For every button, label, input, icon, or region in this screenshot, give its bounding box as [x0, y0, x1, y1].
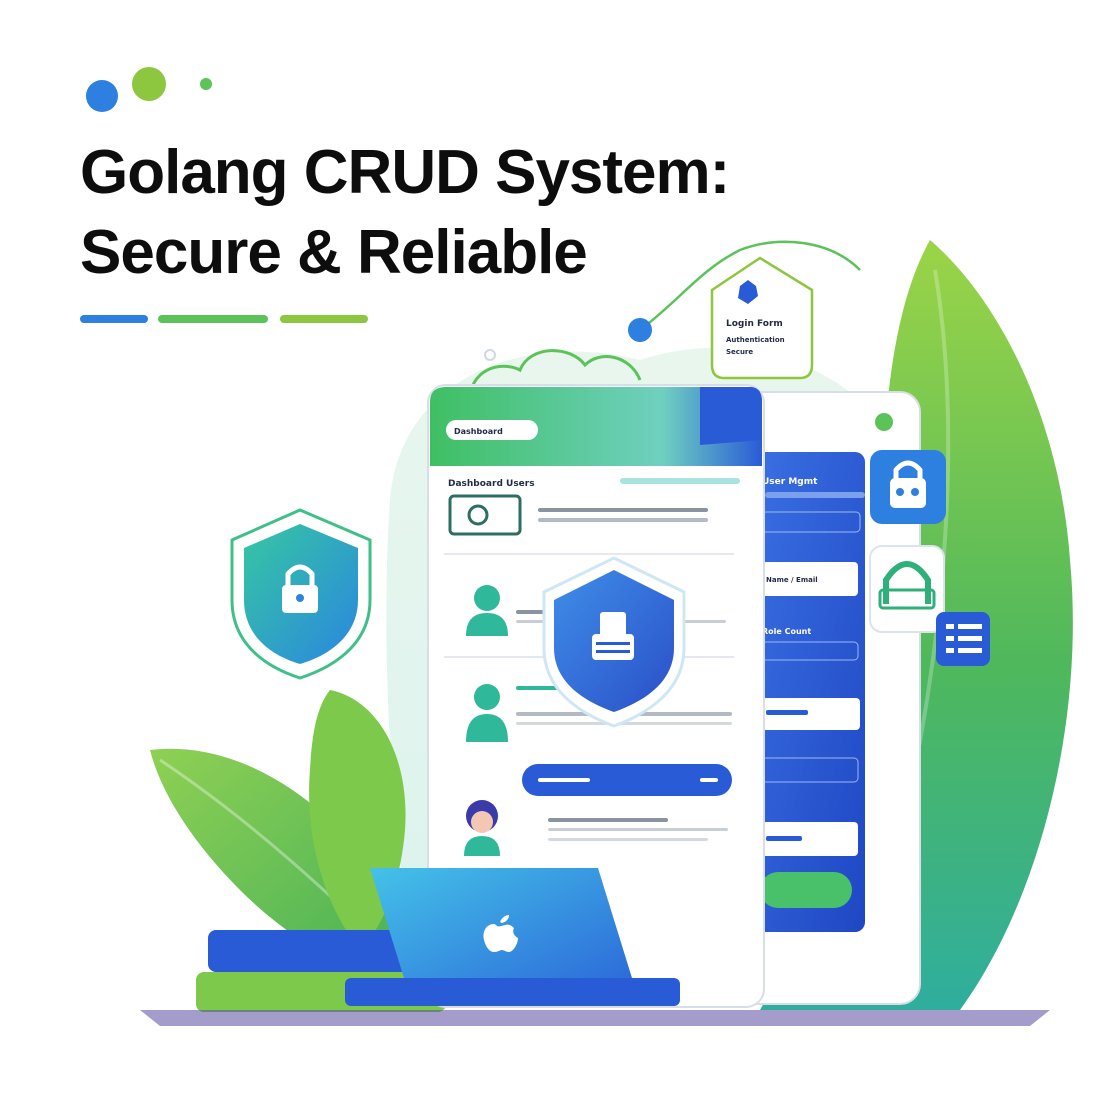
- headline-line-1: Golang CRUD System:: [80, 138, 730, 207]
- right-panel-label-a: Name / Email: [766, 576, 818, 584]
- login-badge-line-2: Authentication: [726, 336, 785, 344]
- list-icon: [936, 612, 990, 666]
- login-badge-line-1: Login Form: [726, 319, 783, 329]
- database-shield-icon: [542, 556, 686, 728]
- connector-node: [628, 318, 652, 342]
- underline-green: [158, 315, 268, 323]
- login-badge: Login Form Authentication Secure: [710, 256, 814, 380]
- cloud-outline: [468, 349, 642, 401]
- title-underline: [80, 315, 368, 323]
- user-avatar-icon-2: [466, 684, 508, 742]
- connector-node-small: [484, 349, 496, 361]
- section-label: Dashboard Users: [448, 479, 535, 489]
- laptop: [345, 868, 680, 1006]
- underline-lime: [280, 315, 368, 323]
- apple-logo-icon: [483, 915, 518, 952]
- dot-blue: [86, 80, 118, 112]
- underline-blue: [80, 315, 148, 323]
- headline-line-2: Secure & Reliable: [80, 218, 588, 287]
- nav-pill-label: Dashboard: [454, 427, 503, 436]
- right-panel-header: User Mgmt: [762, 477, 818, 487]
- right-device: User Mgmt Name / Email Role Count: [734, 391, 921, 1005]
- user-avatar-icon: [466, 585, 508, 636]
- decorative-dots: [86, 67, 212, 112]
- lock-icon: [870, 450, 946, 524]
- book-blue: [208, 930, 438, 972]
- login-badge-line-3: Secure: [726, 348, 753, 356]
- lock-shield-icon: [230, 508, 372, 680]
- dot-small-green: [200, 78, 212, 90]
- right-panel-label-b: Role Count: [762, 627, 811, 636]
- user-avatar-photo-icon: [464, 800, 500, 856]
- ground-shadow: [140, 1010, 1050, 1026]
- unlock-icon: [869, 545, 945, 633]
- dot-green: [132, 67, 166, 101]
- connector-curve: [639, 240, 861, 331]
